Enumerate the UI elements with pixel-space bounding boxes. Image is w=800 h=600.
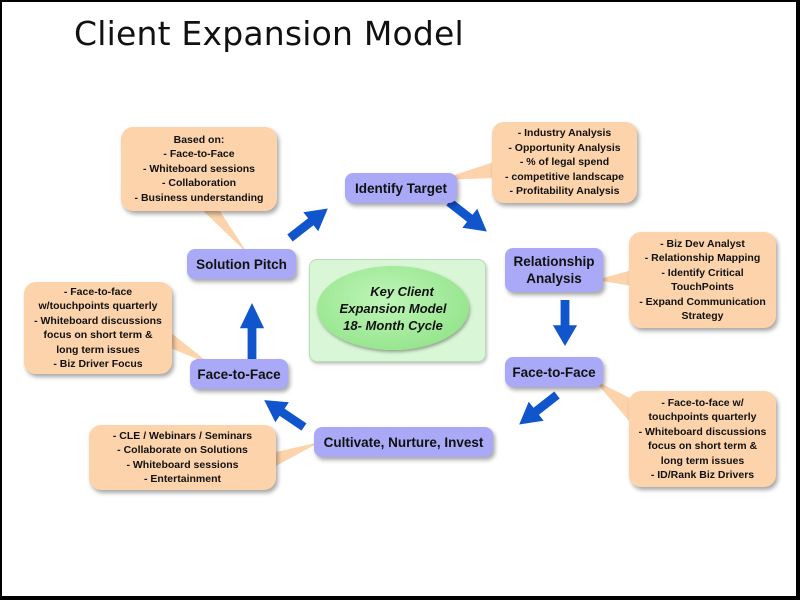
arrow-facetoface-to-solution	[239, 303, 265, 359]
arrow-cultivate-to-facetoface	[257, 390, 311, 438]
note-line: - Face-to-face w/	[661, 396, 744, 409]
pointer-relationship-analysis	[596, 270, 632, 286]
node-label: Face-to-Face	[512, 364, 596, 380]
note-line: touchpoints quarterly	[648, 411, 757, 423]
node-label: Identify Target	[354, 180, 447, 196]
note-line: long term issues	[660, 454, 745, 467]
note-line: - Expand Communication	[639, 295, 766, 308]
note-line: - Identify Critical	[661, 266, 744, 279]
note-line: - competitive landscape	[504, 170, 625, 183]
node-label: Face-to-Face	[197, 366, 281, 382]
note-relationship-analysis: - Biz Dev Analyst - Relationship Mapping…	[629, 232, 776, 328]
note-line: - Entertainment	[143, 473, 221, 485]
note-line: focus on short term &	[647, 440, 758, 452]
note-line: focus on short term &	[43, 329, 153, 341]
note-cultivate: - CLE / Webinars / Seminars - Collaborat…	[89, 425, 276, 490]
note-line: - Face-to-Face	[163, 148, 235, 161]
node-label: Solution Pitch	[196, 256, 287, 272]
note-line: - Whiteboard sessions	[126, 458, 239, 471]
pointer-solution-pitch	[194, 202, 248, 254]
note-line: - Profitability Analysis	[509, 185, 620, 198]
node-label: Analysis	[526, 271, 582, 286]
node-face-to-face-left[interactable]: Face-to-Face	[190, 359, 288, 389]
arrow-relationship-to-facetoface	[552, 300, 578, 346]
note-line: - Biz Driver Focus	[53, 358, 143, 370]
node-identify-target[interactable]: Identify Target	[345, 173, 457, 203]
note-line: TouchPoints	[671, 281, 734, 293]
node-label: Relationship	[513, 254, 595, 269]
note-line: - Business understanding	[134, 191, 264, 204]
note-identify-target: - Industry Analysis - Opportunity Analys…	[492, 122, 637, 203]
note-line: - Collaboration	[161, 177, 237, 190]
pointer-face-to-face-right	[594, 380, 630, 422]
note-line: - Whiteboard discussions	[638, 425, 767, 438]
pointer-face-to-face-left	[170, 332, 210, 364]
arrow-solution-to-identify	[282, 198, 336, 248]
node-solution-pitch[interactable]: Solution Pitch	[187, 249, 296, 279]
node-label: Cultivate, Nurture, Invest	[323, 434, 484, 450]
note-line: w/touchpoints quarterly	[38, 300, 158, 312]
note-line: long term issues	[56, 343, 140, 356]
node-cultivate-nurture-invest[interactable]: Cultivate, Nurture, Invest	[314, 427, 493, 457]
arrow-facetoface-to-cultivate	[511, 385, 565, 435]
note-line: - Relationship Mapping	[644, 252, 761, 264]
note-face-to-face-left: - Face-to-face w/touchpoints quarterly -…	[24, 282, 172, 374]
note-line: - Collaborate on Solutions	[117, 444, 248, 456]
note-line: - Industry Analysis	[517, 127, 612, 140]
note-line: - Whiteboard sessions	[142, 162, 256, 175]
center-line: Key Client	[370, 283, 434, 299]
node-relationship-analysis[interactable]: Relationship Analysis	[505, 248, 603, 292]
note-face-to-face-right: - Face-to-face w/ touchpoints quarterly …	[629, 391, 776, 487]
center-ellipse: Key Client Expansion Model 18- Month Cyc…	[317, 266, 469, 350]
slide-title: Client Expansion Model	[74, 14, 464, 53]
center-line: 18- Month Cycle	[343, 317, 443, 333]
note-line: - CLE / Webinars / Seminars	[112, 429, 253, 442]
note-line: - Opportunity Analysis	[508, 141, 621, 154]
note-solution-pitch: Based on: - Face-to-Face - Whiteboard se…	[121, 127, 277, 211]
center-line: Expansion Model	[339, 300, 447, 316]
note-line: - Biz Dev Analyst	[660, 237, 745, 250]
note-line: - % of legal spend	[519, 156, 610, 169]
pointer-cultivate	[276, 442, 320, 466]
node-face-to-face-right[interactable]: Face-to-Face	[505, 357, 603, 387]
note-line: - Whiteboard discussions	[34, 314, 162, 327]
note-line: - Face-to-face	[63, 285, 133, 298]
note-line: Based on:	[173, 133, 225, 146]
note-line: Strategy	[681, 310, 724, 322]
note-line: - ID/Rank Biz Drivers	[650, 469, 755, 481]
